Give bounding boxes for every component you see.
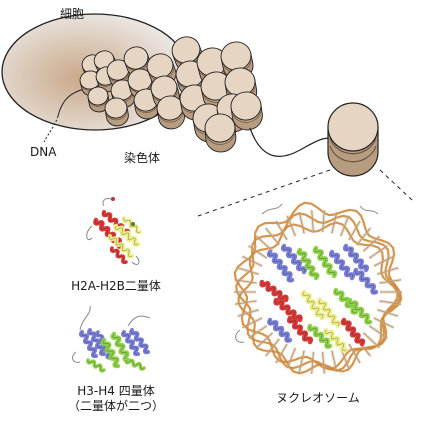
h2a-h2b-dimer-structure — [86, 197, 142, 265]
nucleosome-disc — [327, 102, 379, 177]
label-h3-h4-tetramer: H3-H4 四量体 — [77, 384, 155, 398]
nucleosome-atomic-model — [233, 201, 403, 375]
linker-dna — [249, 127, 341, 157]
h3-h4-tetramer-structure — [72, 305, 151, 373]
nucleosome-disc-small — [204, 113, 237, 153]
label-dna: DNA — [30, 145, 57, 159]
label-h3-h4-note: （二量体が二つ） — [67, 399, 165, 413]
nucleosome-disc-small — [87, 86, 110, 113]
nucleosome-disc-small — [104, 97, 129, 127]
label-cell: 細胞 — [60, 7, 85, 21]
label-h2a-h2b-dimer: H2A-H2B二量体 — [71, 279, 161, 293]
label-chromosome: 染色体 — [124, 151, 161, 165]
label-nucleosome: ヌクレオソーム — [276, 391, 360, 405]
zoom-indicator-lines — [197, 169, 413, 217]
chromatin-fiber — [79, 36, 263, 153]
nucleosome-disc-small — [110, 79, 136, 109]
nucleosome-disc-small — [230, 91, 263, 131]
